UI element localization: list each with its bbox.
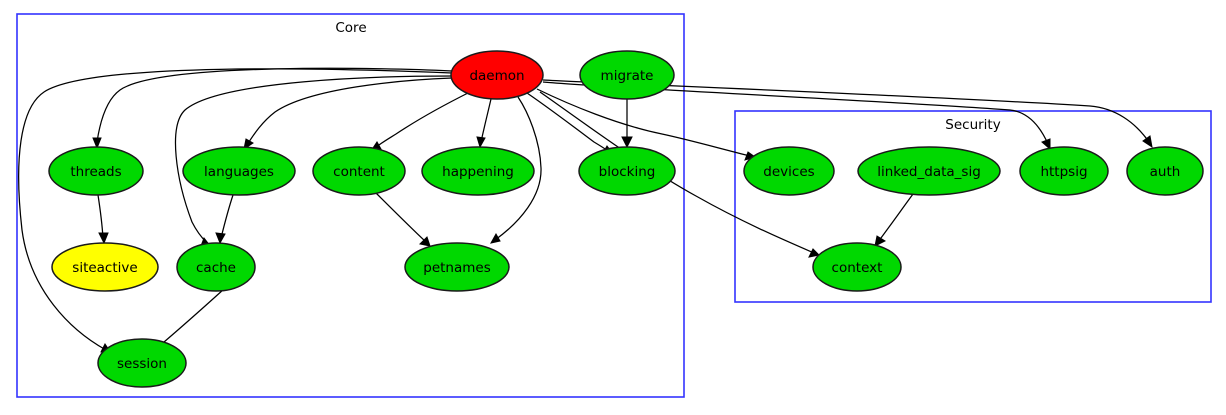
- arrowhead-icon: [215, 232, 226, 245]
- node-httpsig[interactable]: httpsig: [1019, 146, 1109, 196]
- arrowhead-icon: [874, 235, 887, 247]
- node-shape[interactable]: [97, 338, 187, 388]
- node-siteactive[interactable]: siteactive: [51, 242, 159, 292]
- node-threads[interactable]: threads: [48, 146, 144, 196]
- arrowhead-icon: [490, 232, 501, 244]
- nodes-layer: daemon migrate threads languages content happ…: [48, 50, 1204, 388]
- node-shape[interactable]: [1019, 146, 1109, 196]
- edge-languages-to-cache: [215, 194, 234, 245]
- node-shape[interactable]: [450, 50, 544, 100]
- cluster-border: [16, 13, 685, 398]
- node-content[interactable]: content: [312, 146, 406, 196]
- arrowhead-icon: [808, 248, 821, 258]
- node-context[interactable]: context: [812, 242, 902, 292]
- edge-line: [374, 191, 427, 243]
- cluster-label: Core: [335, 20, 366, 36]
- node-session[interactable]: session: [97, 338, 187, 388]
- edge-line: [96, 67, 453, 143]
- edge-line: [536, 88, 751, 157]
- edge-line: [539, 91, 815, 254]
- edge-line: [246, 77, 453, 146]
- node-shape[interactable]: [48, 146, 144, 196]
- arrowhead-icon: [98, 232, 109, 245]
- edge-daemon-to-languages: [243, 77, 453, 151]
- edge-content-to-petnames: [374, 191, 431, 247]
- node-shape[interactable]: [743, 146, 835, 196]
- edge-line: [174, 75, 453, 244]
- node-auth[interactable]: auth: [1126, 146, 1204, 196]
- node-happening[interactable]: happening: [421, 146, 535, 196]
- arrowhead-icon: [418, 236, 431, 247]
- arrowhead-icon: [1041, 138, 1051, 151]
- node-blocking[interactable]: blocking: [578, 146, 676, 196]
- edge-daemon-to-context: [539, 91, 821, 258]
- cluster-border: [734, 110, 1212, 303]
- edge-migrate-to-blocking: [621, 99, 633, 149]
- edge-line: [97, 194, 104, 239]
- edge-line: [156, 288, 225, 349]
- edge-line: [877, 193, 914, 243]
- node-shape[interactable]: [182, 146, 296, 196]
- edge-daemon-to-threads: [92, 67, 453, 150]
- cluster-core: Core: [16, 13, 685, 398]
- edge-line: [18, 68, 453, 351]
- node-shape[interactable]: [421, 146, 535, 196]
- arrowhead-icon: [1142, 135, 1153, 149]
- node-shape[interactable]: [579, 50, 675, 100]
- node-shape[interactable]: [1126, 146, 1204, 196]
- edge-line: [480, 98, 492, 143]
- edge-threads-to-siteactive: [97, 194, 109, 245]
- node-shape[interactable]: [404, 242, 510, 292]
- node-shape[interactable]: [51, 242, 159, 292]
- edge-line: [220, 194, 234, 239]
- edge-daemon-to-session: [18, 68, 453, 354]
- node-shape[interactable]: [857, 146, 1001, 196]
- arrowhead-icon: [92, 137, 102, 150]
- node-shape[interactable]: [578, 146, 676, 196]
- node-languages[interactable]: languages: [182, 146, 296, 196]
- cluster-label: Security: [945, 117, 1000, 133]
- cluster-security: Security: [734, 110, 1212, 303]
- node-daemon[interactable]: daemon: [450, 50, 544, 100]
- edge-line: [523, 90, 609, 152]
- edge-daemon-to-content: [369, 91, 471, 152]
- node-shape[interactable]: [812, 242, 902, 292]
- edge-daemon-to-petnames: [490, 96, 542, 244]
- edge-line: [374, 91, 471, 149]
- node-migrate[interactable]: migrate: [579, 50, 675, 100]
- arrowhead-icon: [476, 136, 486, 149]
- edge-daemon-to-happening: [476, 98, 492, 149]
- node-devices[interactable]: devices: [743, 146, 835, 196]
- edge-linked_data_sig-to-context: [874, 193, 914, 247]
- node-cache[interactable]: cache: [176, 242, 256, 292]
- edge-line: [494, 96, 542, 241]
- node-linked_data_sig[interactable]: linked_data_sig: [857, 146, 1001, 196]
- node-shape[interactable]: [176, 242, 256, 292]
- arrowhead-icon: [621, 136, 633, 149]
- node-petnames[interactable]: petnames: [404, 242, 510, 292]
- node-shape[interactable]: [312, 146, 406, 196]
